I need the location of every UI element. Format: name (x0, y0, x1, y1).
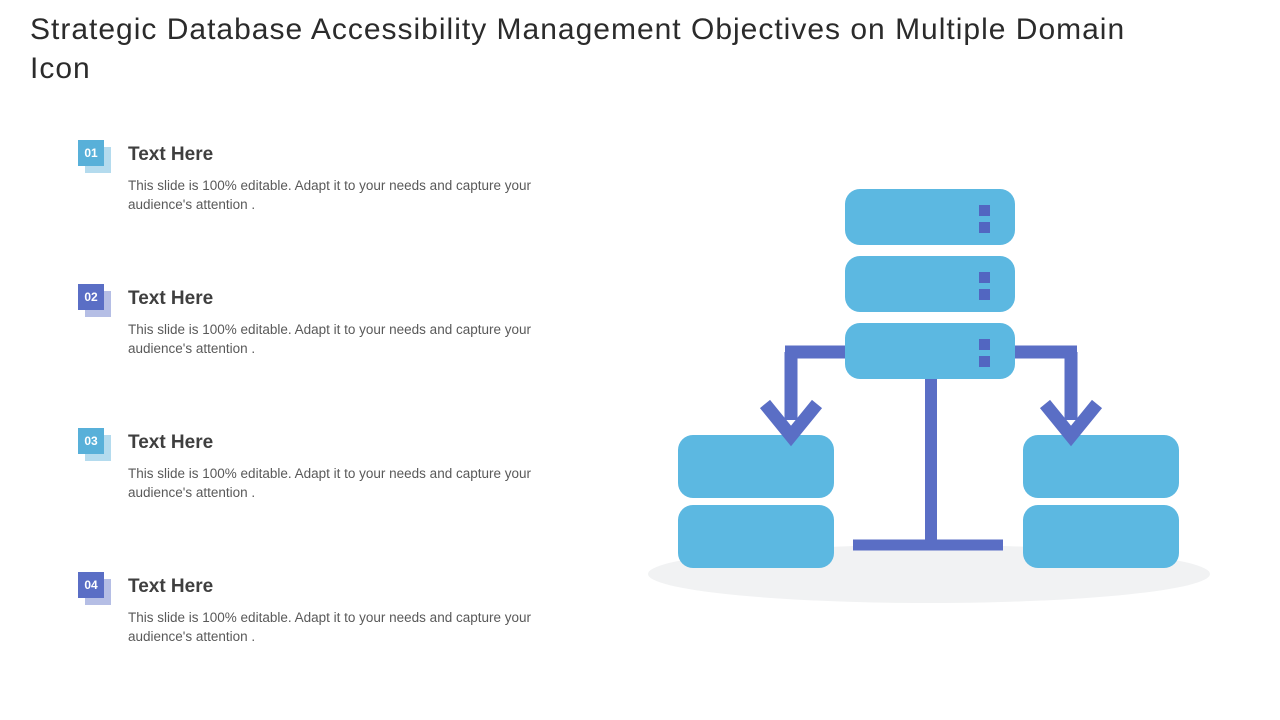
left-domain-unit-2 (678, 505, 834, 568)
item-heading: Text Here (128, 288, 214, 309)
arrow-heads (759, 399, 1103, 447)
item-content: Text Here This slide is 100% editable. A… (128, 428, 588, 502)
right-domain-unit-1 (1023, 435, 1179, 498)
left-domain-unit-1 (678, 435, 834, 498)
server-unit-1 (845, 189, 1015, 245)
objective-item-02: 02 Text Here This slide is 100% editable… (78, 284, 588, 358)
item-heading: Text Here (128, 144, 214, 165)
badge-number: 04 (78, 572, 104, 598)
item-content: Text Here This slide is 100% editable. A… (128, 284, 588, 358)
item-description: This slide is 100% editable. Adapt it to… (128, 466, 531, 500)
item-heading: Text Here (128, 576, 214, 597)
server-led-dots (979, 205, 990, 367)
item-description: This slide is 100% editable. Adapt it to… (128, 178, 531, 212)
badge-number: 01 (78, 140, 104, 166)
item-content: Text Here This slide is 100% editable. A… (128, 140, 588, 214)
server-stack (845, 189, 1015, 379)
multiple-domain-database-illustration (648, 189, 1210, 603)
item-heading: Text Here (128, 432, 214, 453)
objective-item-01: 01 Text Here This slide is 100% editable… (78, 140, 588, 214)
item-description: This slide is 100% editable. Adapt it to… (128, 610, 531, 644)
badge-number: 02 (78, 284, 104, 310)
item-description: This slide is 100% editable. Adapt it to… (128, 322, 531, 356)
right-domain-unit-2 (1023, 505, 1179, 568)
number-badge-04: 04 (78, 572, 112, 606)
number-badge-02: 02 (78, 284, 112, 318)
badge-number: 03 (78, 428, 104, 454)
number-badge-01: 01 (78, 140, 112, 174)
item-content: Text Here This slide is 100% editable. A… (128, 572, 588, 646)
server-unit-2 (845, 256, 1015, 312)
number-badge-03: 03 (78, 428, 112, 462)
objective-item-03: 03 Text Here This slide is 100% editable… (78, 428, 588, 502)
slide-title: Strategic Database Accessibility Managem… (30, 13, 1126, 85)
right-domain-stack (1023, 435, 1179, 568)
arrow-down-right-icon (1039, 399, 1103, 447)
left-domain-stack (678, 435, 834, 568)
objective-item-04: 04 Text Here This slide is 100% editable… (78, 572, 588, 646)
arrow-down-left-icon (759, 399, 823, 447)
server-unit-3 (845, 323, 1015, 379)
